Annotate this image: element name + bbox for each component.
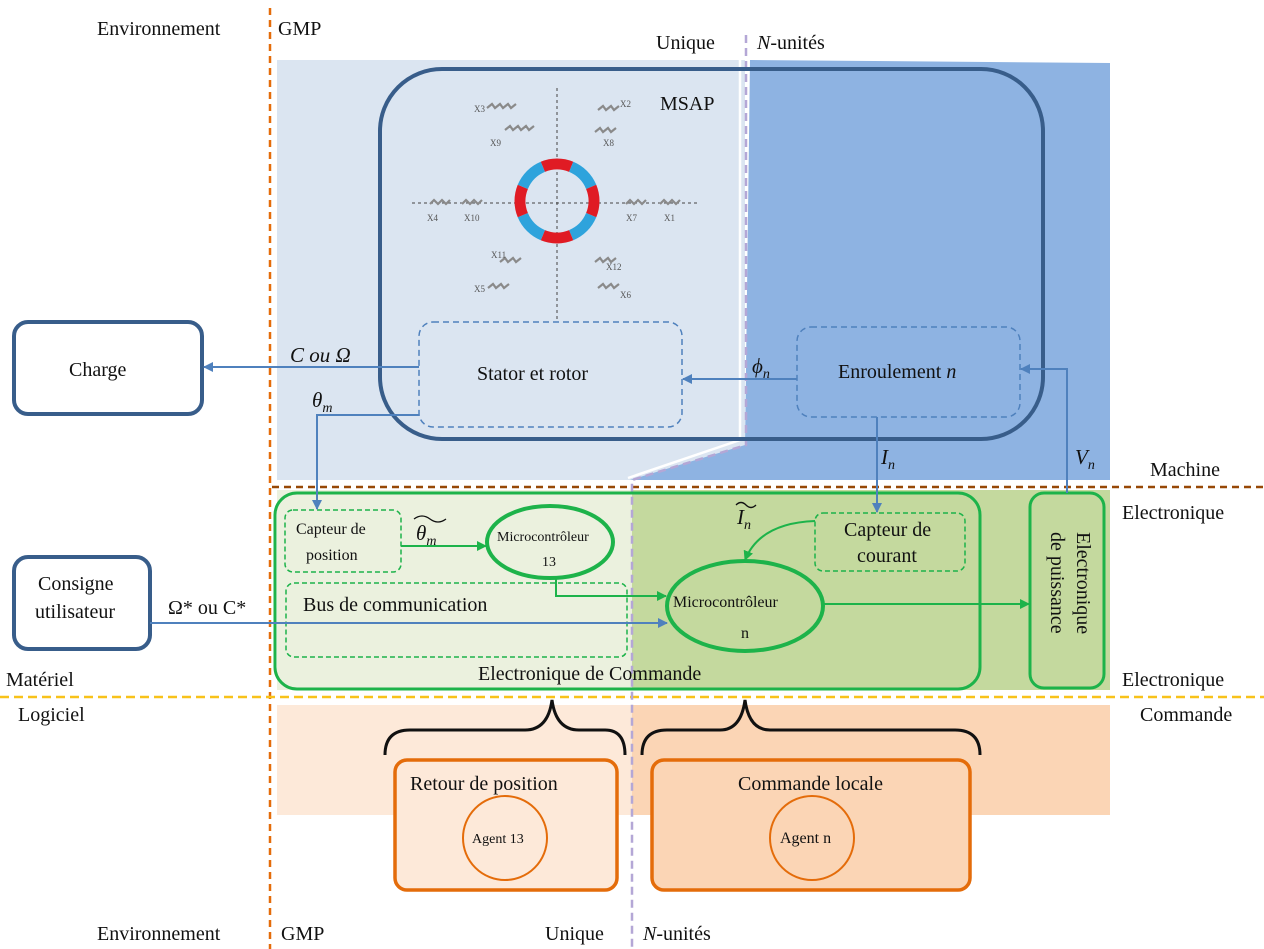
puissance-l2: de puissance (1046, 532, 1068, 634)
layer-electronique-bottom: Electronique (1122, 669, 1224, 691)
layer-logiciel: Logiciel (18, 704, 85, 726)
rotor-magnet-segment (517, 212, 546, 241)
theta-m-label: θm (312, 388, 332, 416)
winding-n-box[interactable] (796, 326, 1021, 418)
retour-position-box[interactable] (393, 758, 619, 892)
phi-n-label: ϕn (752, 354, 770, 382)
unit-boundary-line (630, 35, 748, 949)
v-n-label: Vn (1075, 445, 1095, 473)
arrow-micro13-to-micro-n (555, 578, 667, 601)
arrow-theta-to-sensor (312, 414, 419, 510)
rotor-magnet-segment (514, 184, 529, 218)
n-units-label-bottom: N-unités (642, 923, 711, 945)
phase-label: X2 (620, 99, 631, 109)
rotor-magnet-segment (517, 161, 546, 190)
micron-l1: Microcontrôleur (673, 594, 779, 611)
env-label-bottom: Environnement (97, 923, 221, 945)
consigne-box[interactable] (12, 555, 152, 651)
brace-retour (383, 699, 627, 756)
unique-label-top: Unique (656, 32, 715, 54)
theta-tilde-mark (413, 515, 447, 523)
charge-label: Charge (69, 359, 127, 381)
phase-label: X12 (606, 262, 622, 272)
msap-title: MSAP (660, 93, 714, 115)
rotor-magnet-segment (568, 212, 597, 241)
arrow-current-to-micro-n (743, 520, 816, 561)
gmp-label-bottom: GMP (281, 923, 324, 945)
winding-symbols (429, 102, 681, 290)
stator-rotor-label: Stator et rotor (477, 363, 588, 385)
env-label-top: Environnement (97, 18, 221, 40)
retour-position-label: Retour de position (410, 773, 558, 795)
phase-label: X4 (427, 213, 438, 223)
agent-n[interactable] (769, 795, 855, 881)
layer-machine: Machine (1150, 459, 1220, 481)
layer-materiel: Matériel (6, 669, 74, 691)
capteur-courant-l1: Capteur de (844, 519, 931, 541)
phase-label: X5 (474, 284, 485, 294)
phase-label: X11 (491, 250, 506, 260)
capteur-courant-box[interactable] (814, 512, 966, 572)
consigne-line1: Consigne (38, 573, 114, 595)
phase-label: X6 (620, 290, 631, 300)
capteur-courant-l2: courant (857, 545, 917, 567)
phase-label: X10 (464, 213, 480, 223)
phase-label: X1 (664, 213, 675, 223)
rotor-magnet-segment (585, 184, 600, 218)
i-tilde-mark (735, 501, 757, 509)
agentn-label: Agent n (780, 830, 831, 847)
rotor-ring (514, 158, 600, 244)
winding-n-label: Enroulement n (838, 361, 956, 383)
microcontroleur-n[interactable] (665, 559, 825, 653)
n-units-label-top: N-unités (756, 32, 825, 54)
rotor-magnet-segment (540, 158, 574, 173)
charge-box[interactable] (12, 320, 204, 416)
phase-label: X9 (490, 138, 501, 148)
i-n-tilde-label: In (736, 505, 751, 533)
bus-communication-box[interactable] (285, 582, 628, 658)
commande-locale-box[interactable] (650, 758, 972, 892)
agent13-label: Agent 13 (472, 832, 524, 847)
layer-commande: Commande (1140, 704, 1232, 726)
consigne-line2: utilisateur (35, 601, 115, 623)
puissance-l1: Electronique (1072, 532, 1094, 634)
commande-locale-label: Commande locale (738, 773, 883, 795)
winding-labels: X3 X2 X9 X8 X4 X10 X7 X1 X11 X12 X5 X6 (427, 99, 675, 300)
setpoint-label: Ω* ou C* (168, 597, 246, 619)
gmp-label-top: GMP (278, 18, 321, 40)
phase-label: X8 (603, 138, 614, 148)
unique-label-bottom: Unique (545, 923, 604, 945)
phase-label: X7 (626, 213, 637, 223)
bus-communication-label: Bus de communication (303, 594, 487, 616)
torque-speed-label: C ou Ω (290, 343, 351, 367)
arrow-vn-to-winding (1020, 364, 1068, 493)
electronique-commande-frame (273, 491, 982, 691)
rotor-magnet-segment (540, 229, 574, 244)
electronique-commande-label: Electronique de Commande (478, 663, 701, 685)
rotor-magnet-segment (568, 161, 597, 190)
msap-frame (378, 67, 1045, 441)
brace-commande (640, 699, 982, 756)
micro13-l1: Microcontrôleur (497, 530, 589, 545)
theta-m-tilde-label: θm (416, 521, 436, 549)
layer-electronique-top: Electronique (1122, 502, 1224, 524)
capteur-position-box[interactable] (284, 509, 402, 573)
capteur-position-l2: position (306, 547, 358, 564)
micron-l2: n (741, 625, 749, 642)
capteur-position-l1: Capteur de (296, 521, 366, 538)
i-n-label: In (880, 445, 895, 473)
phase-label: X3 (474, 104, 485, 114)
agent-13[interactable] (462, 795, 548, 881)
microcontroleur-13[interactable] (485, 504, 615, 580)
micro13-l2: 13 (542, 555, 556, 570)
